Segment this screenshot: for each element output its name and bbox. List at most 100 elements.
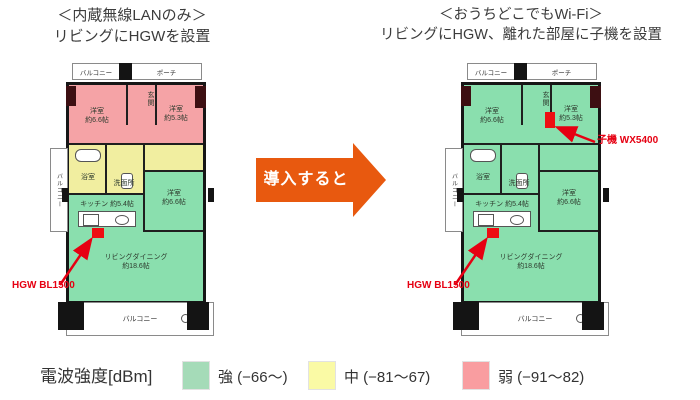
hgw-device-label: HGW BL1500 [407, 280, 470, 291]
balcony-top-label: バルコニー [474, 69, 508, 77]
room-name: リビングダイニング [104, 254, 168, 261]
extender-device-label: 子機 WX5400 [597, 135, 659, 146]
stove-icon [478, 214, 494, 226]
wall [538, 230, 598, 232]
pillar [582, 302, 604, 330]
washroom-label: 洗面所 [113, 180, 135, 187]
plan-body: 洋室 約6.6帖 玄関 洋室 約5.3帖 浴室 洗面所 キッチン 約5.4帖 洋… [66, 82, 206, 304]
entrance-label: 玄関 [147, 91, 154, 107]
zone-corridor-medium [143, 143, 203, 170]
pillar [453, 302, 479, 330]
pillar [62, 188, 68, 202]
title-after: ＜おうちどこでもWi-Fi＞ リビングにHGW、離れた部屋に子機を設置 [360, 5, 682, 46]
living-dining-label: リビングダイニング 約18.6帖 [89, 253, 183, 271]
bedroom-53-label: 洋室 約5.3帖 [149, 105, 203, 123]
wall [126, 85, 128, 125]
balcony-top-label: バルコニー [79, 69, 113, 77]
wall [143, 230, 203, 232]
title-before: ＜内蔵無線LANのみ＞ リビングにHGWを設置 [12, 5, 252, 47]
hgw-device-icon [487, 228, 499, 238]
bedroom-66-mid-label: 洋室 約6.6帖 [542, 189, 596, 207]
pillar [208, 188, 214, 202]
bedroom-66-top-label: 洋室 約6.6帖 [464, 107, 520, 125]
room-size: 約6.6帖 [85, 117, 109, 125]
wall-block [514, 63, 527, 80]
plan-body: 洋室 約6.6帖 玄関 洋室 約5.3帖 浴室 洗面所 キッチン 約5.4帖 洋… [461, 82, 601, 304]
pillar [187, 302, 209, 330]
title-after-line1: ＜おうちどこでもWi-Fi＞ [439, 7, 603, 23]
wall-block [119, 63, 132, 80]
hgw-device-icon [92, 228, 104, 238]
transition-arrow-label: 導入すると [263, 171, 349, 188]
wall [500, 143, 502, 193]
top-strip: バルコニー ポーチ [467, 63, 597, 80]
room-name: 洋室 [562, 190, 576, 197]
pillar [66, 86, 76, 106]
room-name: 洋室 [90, 108, 104, 115]
room-name: リビングダイニング [499, 254, 563, 261]
wall [143, 170, 203, 172]
legend-label-medium: 中 (−81〜67) [344, 369, 431, 386]
sink-icon [510, 215, 524, 225]
legend-title: 電波強度[dBm] [40, 367, 153, 386]
pillar [58, 302, 84, 330]
wall [538, 143, 540, 232]
toilet-icon [516, 173, 528, 189]
legend-label-weak: 弱 (−91〜82) [498, 369, 585, 386]
pillar [590, 86, 601, 108]
room-size: 約6.6帖 [162, 199, 186, 207]
washroom-label: 洗面所 [508, 180, 530, 187]
wall [550, 85, 552, 125]
hgw-device-label: HGW BL1500 [12, 280, 75, 291]
bath-label: 浴室 [476, 174, 490, 181]
wall [143, 143, 145, 232]
zone-corridor-strong [538, 143, 598, 170]
room-size: 約5.3帖 [164, 115, 188, 123]
room-name: 洋室 [167, 190, 181, 197]
room-name: 洋室 [169, 106, 183, 113]
wall [69, 143, 203, 145]
title-before-line2: リビングにHGWを設置 [53, 28, 211, 45]
wall [69, 193, 143, 195]
porch-label: ポーチ [156, 69, 177, 77]
legend-swatch-strong [182, 361, 210, 390]
stove-icon [83, 214, 99, 226]
kitchen-counter-icon [78, 211, 136, 227]
extender-device-icon [545, 112, 555, 128]
sink-icon [115, 215, 129, 225]
room-size: 約6.6帖 [557, 199, 581, 207]
room-name: 洋室 [485, 108, 499, 115]
porch-label: ポーチ [551, 69, 572, 77]
wall [155, 85, 157, 125]
room-size: 約18.6帖 [517, 263, 545, 271]
living-dining-label: リビングダイニング 約18.6帖 [484, 253, 578, 271]
transition-arrow-head-icon [353, 143, 386, 217]
wall [464, 143, 598, 145]
pillar [461, 86, 471, 106]
bath-label: 浴室 [81, 174, 95, 181]
bathtub-icon [470, 149, 496, 162]
zone-bedrooms-weak [69, 85, 203, 143]
wall [538, 170, 598, 172]
title-before-line1: ＜内蔵無線LANのみ＞ [57, 7, 207, 24]
bathtub-icon [75, 149, 101, 162]
transition-arrow-body [256, 158, 353, 202]
pillar [603, 188, 609, 202]
top-strip: バルコニー ポーチ [72, 63, 202, 80]
legend-swatch-medium [308, 361, 336, 390]
legend-label-strong: 強 (−66〜) [218, 369, 288, 386]
wall [105, 143, 107, 193]
title-after-line2: リビングにHGW、離れた部屋に子機を設置 [380, 27, 662, 44]
room-size: 約5.3帖 [559, 115, 583, 123]
room-name: 洋室 [564, 106, 578, 113]
bedroom-66-mid-label: 洋室 約6.6帖 [147, 189, 201, 207]
pillar [195, 86, 206, 108]
wall [464, 193, 538, 195]
wall [521, 85, 523, 125]
legend-swatch-weak [462, 361, 490, 390]
room-size: 約6.6帖 [480, 117, 504, 125]
pillar [457, 188, 463, 202]
entrance-label: 玄関 [542, 91, 549, 107]
kitchen-label: キッチン 約5.4帖 [80, 201, 134, 208]
toilet-icon [121, 173, 133, 189]
